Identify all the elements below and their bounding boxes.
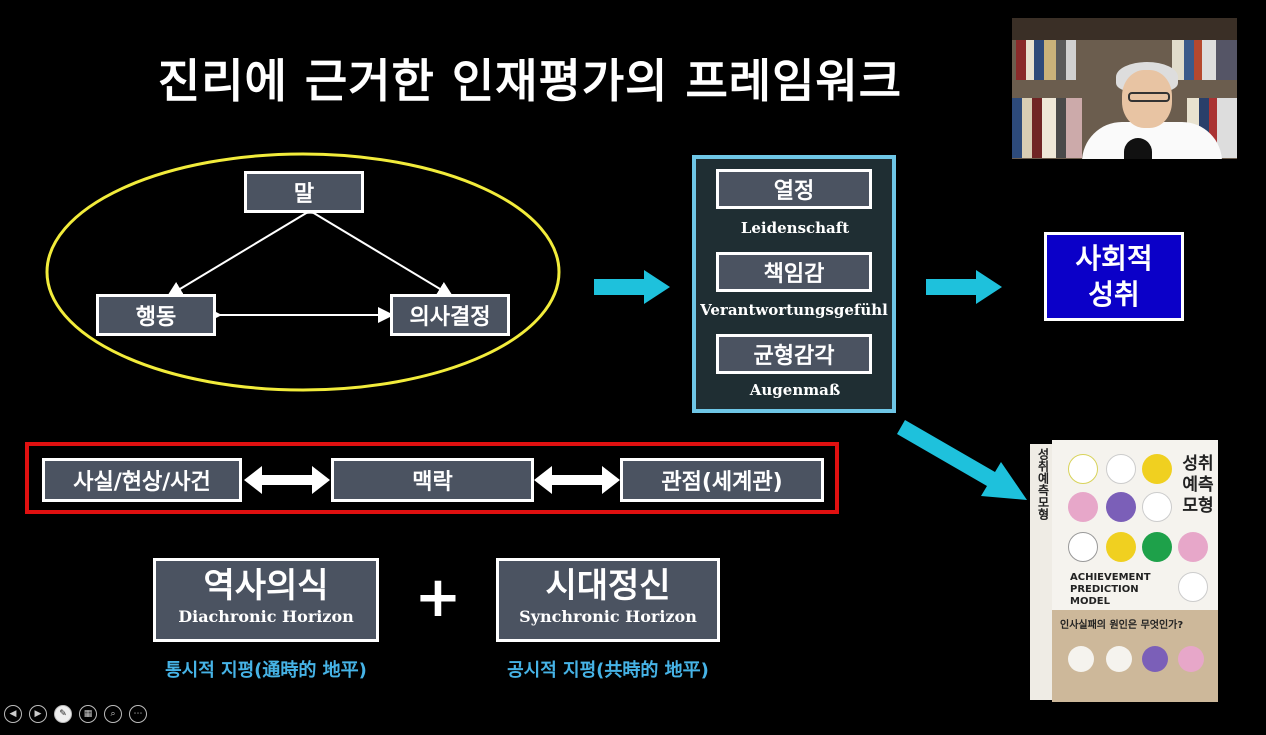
box-balance: 균형감각 [716, 334, 872, 374]
double-arrow-icon [244, 466, 330, 494]
prev-icon[interactable]: ◀ [4, 705, 22, 723]
webcam-video[interactable] [1012, 18, 1237, 159]
result-line1: 사회적 [1075, 241, 1153, 275]
book-title-1: 성취 [1182, 454, 1214, 474]
horizon-left-english: Diachronic Horizon [178, 607, 354, 626]
book-title-3: 모형 [1182, 496, 1214, 516]
horizon-right-title: 시대정신 [545, 566, 671, 606]
arrow-diagonal-icon [897, 420, 1027, 500]
book-en-2: PREDICTION [1070, 584, 1139, 595]
book-subtitle: 인사실패의 원인은 무엇인가? [1060, 620, 1184, 631]
slide-title: 진리에 근거한 인재평가의 프레임워크 [157, 54, 903, 108]
context-frame [25, 442, 839, 514]
horizon-left-caption: 통시적 지평(通時的 地平) [165, 660, 367, 681]
arrow-right-icon [594, 270, 670, 304]
book-spine-title: 성취예측모형 [1036, 448, 1050, 520]
yellow-ellipse [45, 152, 561, 392]
book-english-title: ACHIEVEMENT PREDICTION MODEL [1070, 572, 1151, 608]
box-responsibility: 책임감 [716, 252, 872, 292]
next-icon[interactable]: ▶ [29, 705, 47, 723]
social-achievement-box: 사회적 성취 [1044, 232, 1184, 321]
responsibility-german: Verantwortungsgefühl [700, 301, 888, 319]
zoom-icon[interactable]: ⌕ [104, 705, 122, 723]
box-passion: 열정 [716, 169, 872, 209]
box-action: 행동 [96, 294, 216, 336]
passion-german: Leidenschaft [740, 219, 850, 237]
box-decision: 의사결정 [390, 294, 510, 336]
double-arrow-icon [534, 466, 620, 494]
zeitgeist-box: 시대정신 Synchronic Horizon [496, 558, 720, 642]
triangle-diagram [45, 152, 561, 392]
book-title: 성취 예측 모형 [1176, 454, 1220, 517]
arrow-right-icon [926, 270, 1002, 304]
book-en-1: ACHIEVEMENT [1070, 572, 1151, 583]
box-speech: 말 [244, 171, 364, 213]
slides-icon[interactable]: ▦ [79, 705, 97, 723]
book-en-3: MODEL [1070, 596, 1110, 607]
box-context: 맥락 [331, 458, 534, 502]
horizon-right-english: Synchronic Horizon [519, 607, 697, 626]
box-facts: 사실/현상/사건 [42, 458, 242, 502]
pen-icon[interactable]: ✎ [54, 705, 72, 723]
box-perspective: 관점(세계관) [620, 458, 824, 502]
result-line2: 성취 [1088, 277, 1140, 311]
more-icon[interactable]: ⋯ [129, 705, 147, 723]
horizon-left-title: 역사의식 [203, 566, 329, 606]
book-cover-image: 성취예측모형 성취 예측 모형 ACHIEVEMENT PREDICTION M… [1030, 440, 1220, 702]
balance-german: Augenmaß [749, 381, 841, 399]
historical-consciousness-box: 역사의식 Diachronic Horizon [153, 558, 379, 642]
horizon-right-caption: 공시적 지평(共時的 地平) [507, 660, 709, 681]
book-title-2: 예측 [1182, 475, 1214, 495]
plus-sign: + [414, 565, 462, 630]
